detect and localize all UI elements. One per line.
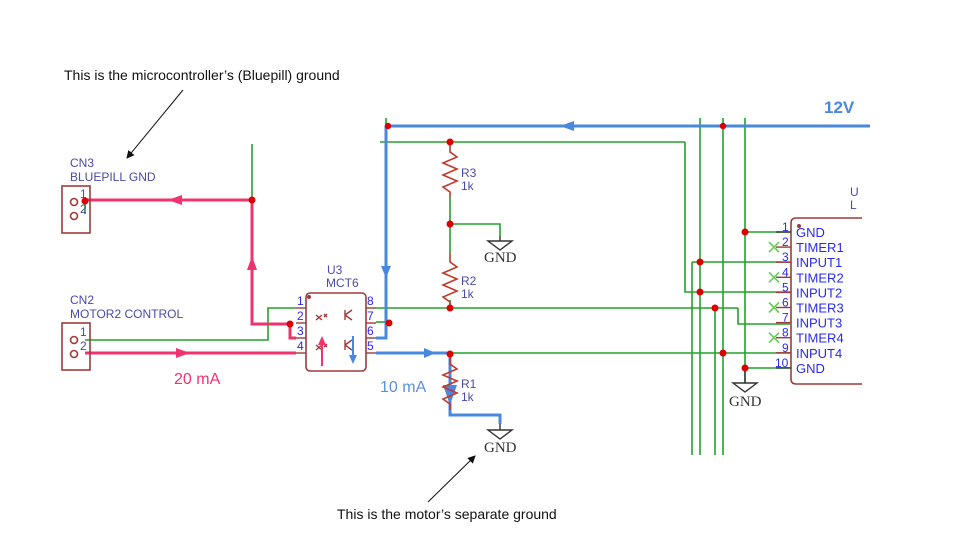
u3-pin2: 2 [297, 309, 304, 323]
driver-pin-name: INPUT4 [796, 346, 842, 361]
driver-pin-8: 8 TIMER4 [768, 326, 844, 346]
driver-pin-number: 5 [782, 280, 789, 294]
driver-pin-name: TIMER4 [796, 331, 844, 346]
no-connect-icon [768, 332, 780, 344]
no-connect-icon [768, 241, 780, 253]
driver-pin-name: INPUT1 [796, 255, 842, 270]
driver-pin-number: 6 [782, 296, 789, 310]
driver-pin-name: INPUT3 [796, 316, 842, 331]
no-connect-icon [768, 271, 780, 283]
r3-ref: R3 [461, 166, 477, 180]
resistor-r1[interactable]: R1 1k [440, 355, 477, 410]
driver-ref: U [850, 185, 859, 199]
cn3-ref: CN3 [70, 156, 94, 170]
pink-current-path [85, 195, 296, 358]
current-label-10ma: 10 mA [380, 379, 427, 396]
u3-pin4: 4 [297, 339, 304, 353]
cn2-pin1-icon [69, 335, 79, 345]
r1-ref: R1 [461, 377, 477, 391]
driver-pin-number: 7 [782, 311, 789, 325]
driver-pin-number: 8 [782, 326, 789, 340]
r2-ref: R2 [461, 274, 477, 288]
annotation-bluepill-ground: This is the microcontroller’s (Bluepill)… [64, 67, 340, 83]
u3-pin7: 7 [367, 309, 374, 323]
resistor-r2[interactable]: R2 1k [440, 253, 477, 308]
driver-pin-2: 2 TIMER1 [768, 235, 844, 255]
gnd-label: GND [484, 440, 517, 456]
driver-part: L [850, 198, 857, 212]
driver-pin-6: 6 TIMER3 [768, 296, 844, 316]
no-connect-icon [768, 301, 780, 314]
cn2-pin1-num: 1 [80, 325, 87, 339]
optocoupler-u3[interactable]: U3 MCT6 1 2 3 4 8 7 6 5 [296, 263, 376, 372]
rail-12v-label: 12V [824, 98, 855, 117]
cn3-pin2-num: 2 [80, 202, 87, 216]
u3-pin3: 3 [297, 324, 304, 338]
driver-pin-5: 5 INPUT2 [776, 280, 842, 300]
u3-pin1: 1 [297, 294, 304, 308]
driver-pin-9: 9 INPUT4 [776, 341, 842, 361]
blue-current-path [376, 121, 870, 424]
driver-pin-name: GND [796, 225, 825, 240]
driver-pin-10: 10 GND [775, 356, 825, 376]
driver-pin-3: 3 INPUT1 [776, 250, 842, 270]
gnd-symbol-top: GND [484, 236, 517, 266]
driver-pin-number: 3 [782, 250, 789, 264]
connector-cn2[interactable]: CN2 MOTOR2 CONTROL 1 2 [61, 293, 183, 371]
current-label-20ma: 20 mA [174, 371, 221, 388]
cn3-pin1-num: 1 [80, 187, 87, 201]
gnd-label: GND [484, 250, 517, 266]
driver-pin-number: 10 [775, 356, 789, 370]
gnd-label: GND [729, 394, 762, 410]
driver-pin-number: 2 [782, 235, 789, 249]
driver-pin-name: TIMER3 [796, 301, 844, 316]
u3-pin5: 5 [367, 339, 374, 353]
junctions [81, 122, 749, 372]
gnd-symbol-driver: GND [729, 368, 762, 410]
annotation-arrow-top [126, 89, 184, 159]
resistor-r3[interactable]: R3 1k [440, 142, 477, 198]
driver-pin-number: 1 [782, 220, 789, 234]
driver-pin-1: 1 GND [776, 220, 825, 240]
green-wires [84, 118, 790, 455]
u3-ref: U3 [327, 263, 343, 277]
r3-value: 1k [461, 179, 475, 193]
cn3-pin1-icon [69, 197, 79, 207]
cn2-name: MOTOR2 CONTROL [70, 307, 183, 321]
r1-value: 1k [461, 390, 475, 404]
cn2-ref: CN2 [70, 293, 94, 307]
cn3-pin2-icon [69, 211, 79, 221]
driver-pin-4: 4 TIMER2 [768, 265, 844, 285]
cn2-pin2-icon [69, 349, 79, 359]
u3-part: MCT6 [326, 276, 359, 290]
connector-cn3[interactable]: CN3 BLUEPILL GND 1 2 [61, 156, 156, 234]
cn3-name: BLUEPILL GND [70, 170, 156, 184]
driver-pin-name: TIMER1 [796, 240, 844, 255]
u3-pin8: 8 [367, 294, 374, 308]
gnd-symbol-motor: GND [484, 424, 517, 456]
driver-pin-number: 4 [782, 265, 789, 279]
driver-pin-name: GND [796, 361, 825, 376]
driver-pin-7: 7 INPUT3 [776, 311, 842, 331]
driver-pin-name: INPUT2 [796, 285, 842, 300]
driver-pin-name: TIMER2 [796, 270, 844, 285]
annotation-arrow-bottom [427, 455, 476, 503]
annotation-motor-ground: This is the motor’s separate ground [337, 506, 557, 522]
r2-value: 1k [461, 287, 475, 301]
cn2-pin2-num: 2 [80, 339, 87, 353]
driver-pin-number: 9 [782, 341, 789, 355]
u3-pin6: 6 [367, 324, 374, 338]
